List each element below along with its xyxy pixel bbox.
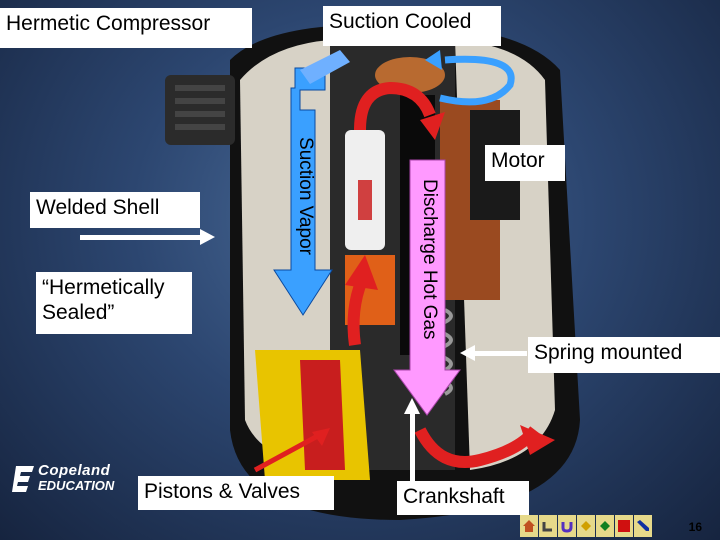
welded-shell-pointer bbox=[80, 229, 215, 245]
suction-vapor-arrow bbox=[273, 67, 333, 316]
motor-label: Motor bbox=[485, 145, 565, 181]
page-title: Hermetic Compressor bbox=[0, 8, 252, 48]
spring-mounted-label: Spring mounted bbox=[528, 337, 720, 373]
hot-curve-arrow-bottom bbox=[414, 426, 540, 468]
return-icon[interactable] bbox=[539, 515, 557, 537]
home-icon[interactable] bbox=[520, 515, 538, 537]
slide-number: 16 bbox=[688, 520, 702, 534]
slide-nav-bar bbox=[520, 515, 652, 537]
spring-mounted-pointer bbox=[460, 345, 527, 361]
crankshaft-label: Crankshaft bbox=[397, 481, 529, 515]
suction-loop-arrow bbox=[439, 55, 515, 106]
hermetically-line1: “Hermetically bbox=[42, 276, 165, 299]
pen-icon[interactable] bbox=[634, 515, 652, 537]
diamond-icon[interactable] bbox=[596, 515, 614, 537]
welded-shell-label: Welded Shell bbox=[30, 192, 200, 228]
hermetically-line2: Sealed” bbox=[42, 301, 115, 325]
pistons-valves-label: Pistons & Valves bbox=[138, 476, 334, 510]
discharge-hot-gas-text: Discharge Hot Gas bbox=[419, 179, 440, 340]
discharge-hot-gas-arrow bbox=[393, 159, 461, 416]
back-icon[interactable] bbox=[558, 515, 576, 537]
diamond-icon[interactable] bbox=[577, 515, 595, 537]
stop-icon[interactable] bbox=[615, 515, 633, 537]
suction-cooled-label: Suction Cooled bbox=[323, 6, 501, 46]
crankshaft-pointer bbox=[404, 398, 420, 482]
hermetically-sealed-label: “Hermetically Sealed” bbox=[36, 272, 192, 334]
suction-vapor-text: Suction Vapor bbox=[295, 137, 316, 255]
copeland-logo-mark bbox=[12, 466, 34, 492]
suction-top-arrow bbox=[300, 50, 350, 84]
copeland-logo: Copeland EDUCATION bbox=[12, 462, 128, 496]
logo-bottom-text: EDUCATION bbox=[38, 478, 115, 493]
hot-curve-arrow-top bbox=[354, 81, 436, 131]
pistons-pointer bbox=[253, 429, 327, 473]
logo-top-text: Copeland bbox=[38, 462, 111, 479]
cooling-fins bbox=[165, 75, 235, 145]
